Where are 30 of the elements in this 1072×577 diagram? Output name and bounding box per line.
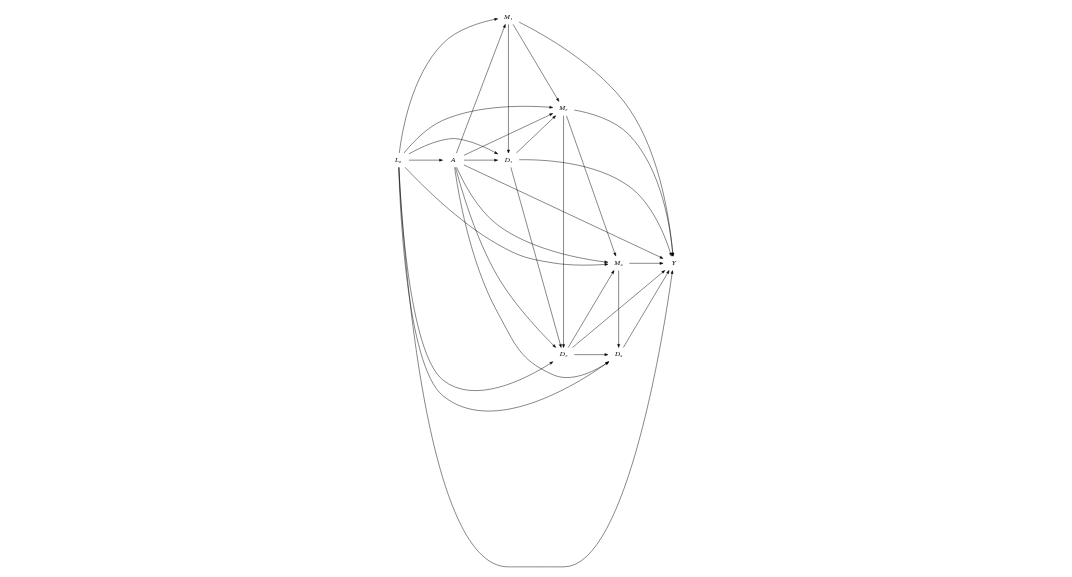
arrow — [518, 21, 675, 257]
arrow — [574, 109, 675, 257]
arrow — [574, 353, 609, 356]
arrow — [398, 167, 554, 391]
arrow — [507, 24, 510, 154]
arrow — [398, 167, 610, 412]
arrow — [455, 167, 556, 348]
arrow — [617, 270, 620, 348]
arrow — [562, 115, 565, 348]
arrow — [404, 167, 609, 266]
arrow — [512, 24, 560, 102]
arrow — [518, 159, 672, 257]
arrow — [454, 167, 609, 378]
arrow — [510, 167, 562, 348]
arrow — [463, 113, 554, 156]
arrow — [463, 164, 664, 259]
arrow — [398, 167, 674, 568]
arrow — [399, 18, 498, 154]
arrow — [572, 270, 666, 348]
arrow — [629, 261, 664, 265]
arrow — [408, 138, 499, 155]
arrow — [408, 158, 443, 162]
arrow — [463, 158, 498, 162]
arrow — [566, 115, 616, 257]
arrow — [568, 270, 615, 348]
arrow — [623, 270, 670, 348]
arrow — [456, 167, 609, 264]
arrow — [516, 115, 556, 154]
arrow — [456, 24, 506, 154]
arrow — [403, 105, 554, 154]
